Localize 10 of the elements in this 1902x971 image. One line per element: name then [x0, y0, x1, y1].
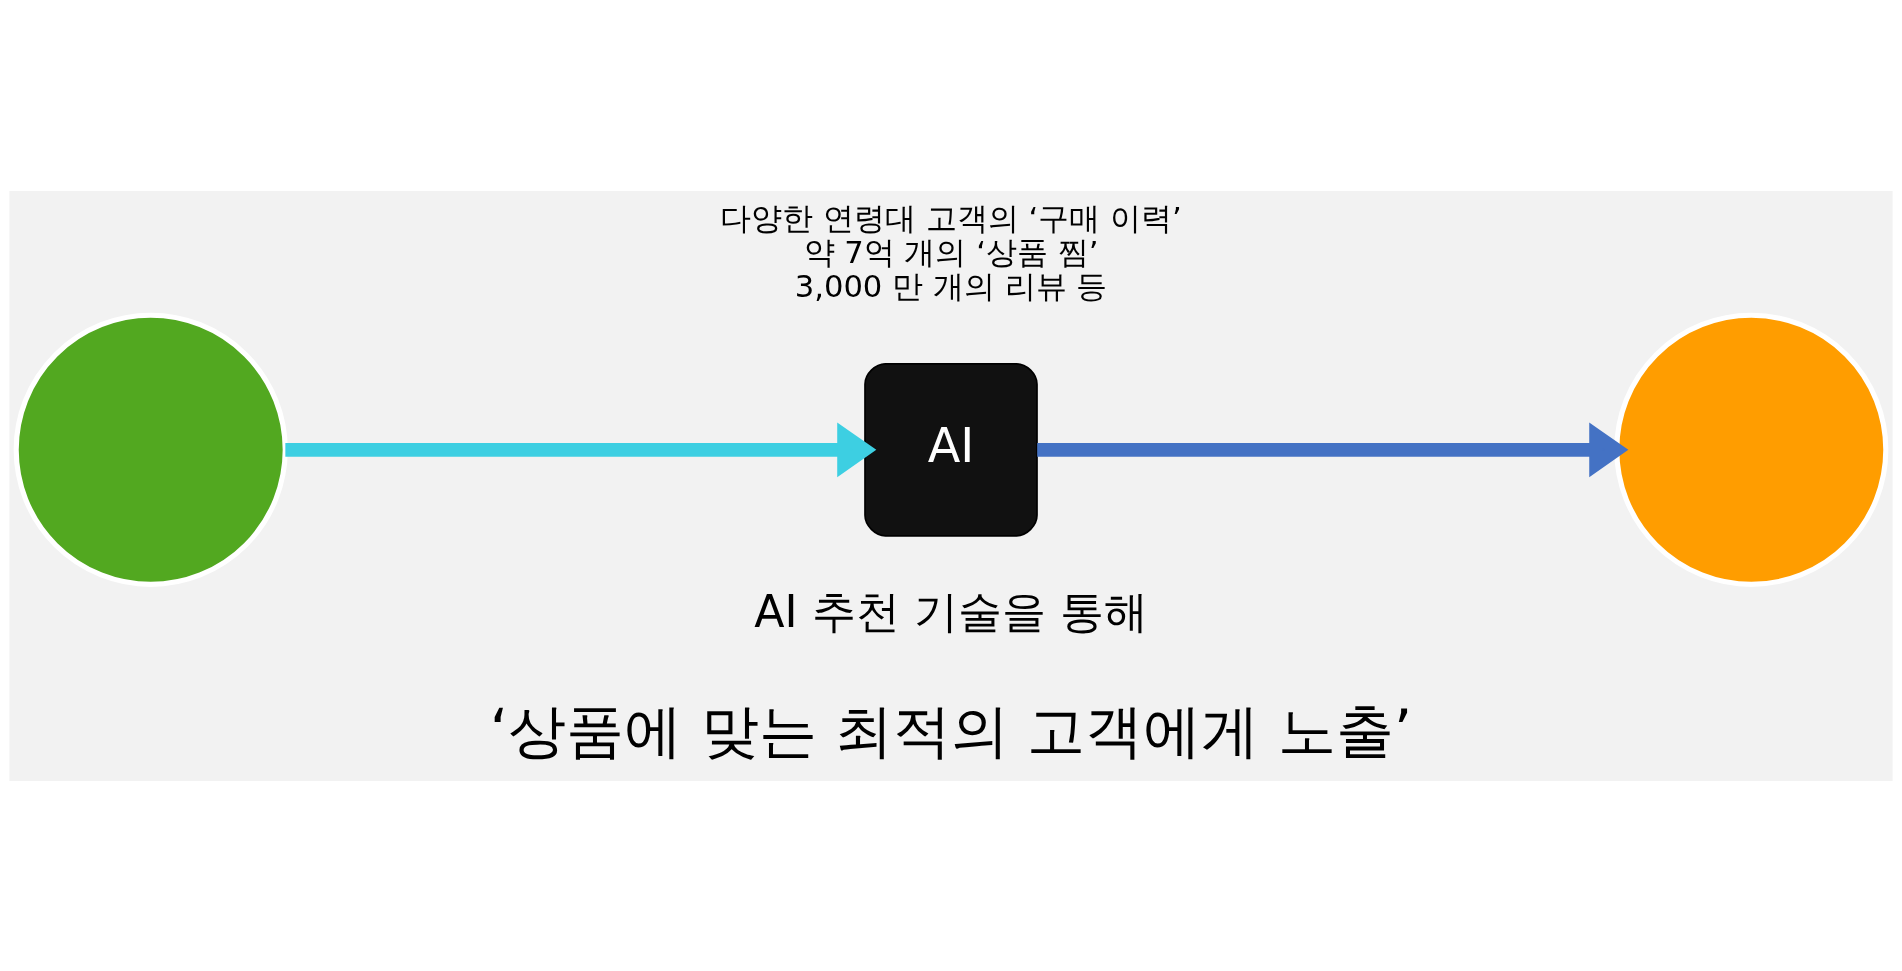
label: 약 7억 개의 ‘상품 찜’: [803, 234, 1099, 270]
label: AI 추천 기술을 통해: [754, 585, 1148, 637]
label: 다양한 연령대 고객의 ‘구매 이력’: [720, 200, 1182, 236]
node-box: AI: [864, 362, 1038, 537]
label: ‘상품에 맞는 최적의 고객에게 노출’: [489, 696, 1413, 765]
label: 3,000 만 개의 리뷰 등: [794, 268, 1108, 304]
arrow: [285, 421, 877, 477]
node-circle: [1614, 312, 1889, 587]
node-circle: [13, 312, 288, 587]
arrow: [1037, 421, 1629, 477]
